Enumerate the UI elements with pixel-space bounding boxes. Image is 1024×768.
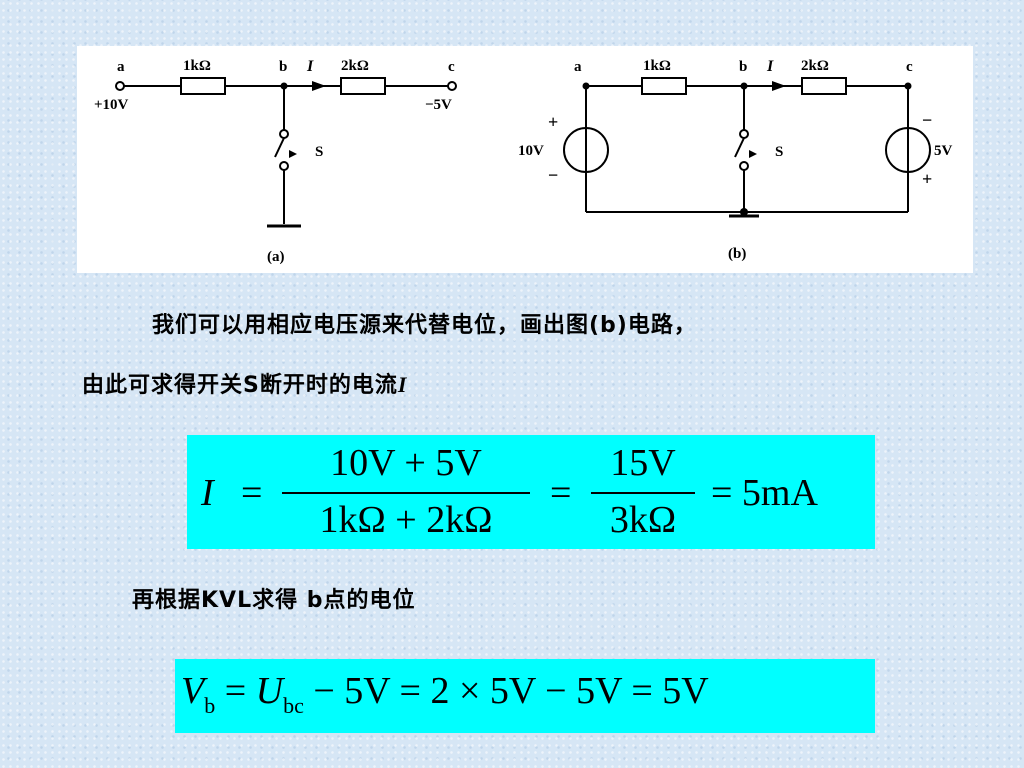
label-node-a: a bbox=[117, 59, 125, 75]
label-vc: −5V bbox=[425, 97, 452, 113]
caption-b: (b) bbox=[728, 246, 746, 262]
paragraph-1: 我们可以用相应电压源来代替电位，画出图(b)电路， bbox=[152, 313, 697, 338]
terminal-c bbox=[447, 81, 457, 91]
ground-node-b bbox=[740, 208, 748, 216]
label-va: +10V bbox=[94, 97, 129, 113]
eq1-fraction-2: 15V 3kΩ bbox=[591, 435, 695, 549]
eq1-equals-1: = bbox=[241, 472, 263, 514]
label-node-a-b: a bbox=[574, 59, 582, 75]
label-r2: 2kΩ bbox=[341, 58, 369, 74]
label-r2-b: 2kΩ bbox=[801, 58, 829, 74]
current-arrow-a bbox=[312, 81, 326, 91]
paragraph-2-a: 由此可求得开关 bbox=[82, 373, 244, 398]
circuit-diagrams: a 1kΩ b I 2kΩ c +10V −5V S (a) bbox=[94, 58, 953, 265]
label-src2-minus: − bbox=[922, 110, 932, 130]
resistor-2k-a bbox=[340, 77, 386, 95]
label-switch: S bbox=[315, 144, 323, 160]
eq1-fraction-1: 10V + 5V 1kΩ + 2kΩ bbox=[282, 435, 530, 549]
label-node-b-b: b bbox=[739, 59, 747, 75]
eq2-u: U bbox=[255, 670, 284, 712]
equation-potential: Vb = Ubc − 5V = 2 × 5V − 5V = 5V bbox=[175, 659, 875, 733]
eq1-den2: 3kΩ bbox=[609, 499, 677, 541]
paragraph-3: 再根据KVL求得 b点的电位 bbox=[132, 588, 416, 613]
eq1-equals-2: = bbox=[550, 472, 572, 514]
terminal-a bbox=[115, 81, 125, 91]
eq2-v-sub: b bbox=[204, 693, 216, 718]
paragraph-2-b: S断开时的电流 bbox=[243, 373, 398, 398]
eq1-den1: 1kΩ + 2kΩ bbox=[319, 499, 493, 541]
label-src1: 10V bbox=[518, 143, 544, 159]
label-src1-minus: − bbox=[548, 165, 558, 185]
label-switch-b: S bbox=[775, 144, 783, 160]
caption-a: (a) bbox=[267, 249, 285, 265]
eq1-num2: 15V bbox=[610, 442, 676, 484]
current-arrow-b bbox=[772, 81, 786, 91]
node-b-dot-a bbox=[280, 82, 288, 90]
resistor-1k-a bbox=[180, 77, 226, 95]
circuit-panel: a 1kΩ b I 2kΩ c +10V −5V S (a) bbox=[77, 46, 973, 273]
eq1-result: = 5mA bbox=[711, 472, 818, 514]
label-current: I bbox=[306, 58, 314, 75]
label-r1: 1kΩ bbox=[183, 58, 211, 74]
eq2-u-sub: bc bbox=[283, 693, 304, 718]
label-r1-b: 1kΩ bbox=[643, 58, 671, 74]
eq2-equals: = bbox=[224, 670, 247, 712]
resistor-2k-b bbox=[801, 77, 847, 95]
eq1-lhs: I bbox=[201, 472, 214, 514]
equation-current: I = 10V + 5V 1kΩ + 2kΩ = 15V 3kΩ = 5mA bbox=[187, 435, 875, 549]
eq1-num1: 10V + 5V bbox=[330, 442, 482, 484]
resistor-1k-b bbox=[641, 77, 687, 95]
label-src1-plus: + bbox=[548, 112, 558, 132]
label-node-b: b bbox=[279, 59, 287, 75]
label-node-c: c bbox=[448, 59, 455, 75]
label-current-b: I bbox=[766, 58, 774, 75]
label-src2: 5V bbox=[934, 143, 953, 159]
label-node-c-b: c bbox=[906, 59, 913, 75]
eq2-v: V bbox=[181, 670, 205, 712]
label-src2-plus: + bbox=[922, 169, 932, 189]
paragraph-2-current: I bbox=[397, 372, 408, 397]
eq2-rest: − 5V = 2 × 5V − 5V = 5V bbox=[313, 670, 709, 712]
paragraph-2: 由此可求得开关S断开时的电流I bbox=[82, 367, 407, 399]
eq2-content: Vb = Ubc − 5V = 2 × 5V − 5V = 5V bbox=[181, 669, 709, 718]
